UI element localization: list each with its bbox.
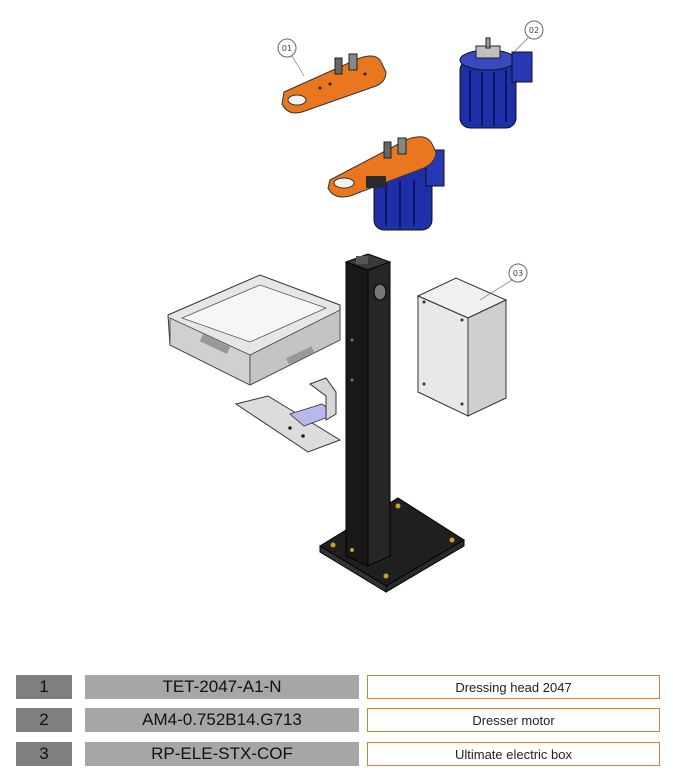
parts-table-row: 3 RP-ELE-STX-COF Ultimate electric box [0, 742, 673, 768]
mounting-bracket [234, 377, 342, 453]
collection-tray [167, 274, 341, 386]
callout-01-label: 01 [282, 44, 292, 53]
callout-02: 02 [513, 20, 544, 53]
part-number: 3 [16, 742, 72, 766]
callout-01: 01 [277, 38, 305, 77]
part-code: TET-2047-A1-N [85, 675, 359, 699]
part-description: Dressing head 2047 [367, 675, 660, 699]
part-description: Ultimate electric box [367, 742, 660, 766]
callout-02-label: 02 [529, 26, 539, 35]
part-number: 1 [16, 675, 72, 699]
electric-box-part [416, 277, 508, 417]
callout-03: 03 [479, 263, 528, 301]
dresser-motor-part [459, 37, 533, 129]
callout-03-label: 03 [513, 269, 523, 278]
part-number: 2 [16, 708, 72, 732]
part-code: RP-ELE-STX-COF [85, 742, 359, 766]
part-description: Dresser motor [367, 708, 660, 732]
assembled-head-motor [327, 136, 445, 231]
stand-column [319, 253, 465, 593]
parts-table-row: 1 TET-2047-A1-N Dressing head 2047 [0, 675, 673, 701]
exploded-assembly-drawing: 01 02 [167, 20, 544, 593]
parts-table-row: 2 AM4-0.752B14.G713 Dresser motor [0, 708, 673, 734]
part-code: AM4-0.752B14.G713 [85, 708, 359, 732]
dressing-head-part [281, 53, 387, 114]
